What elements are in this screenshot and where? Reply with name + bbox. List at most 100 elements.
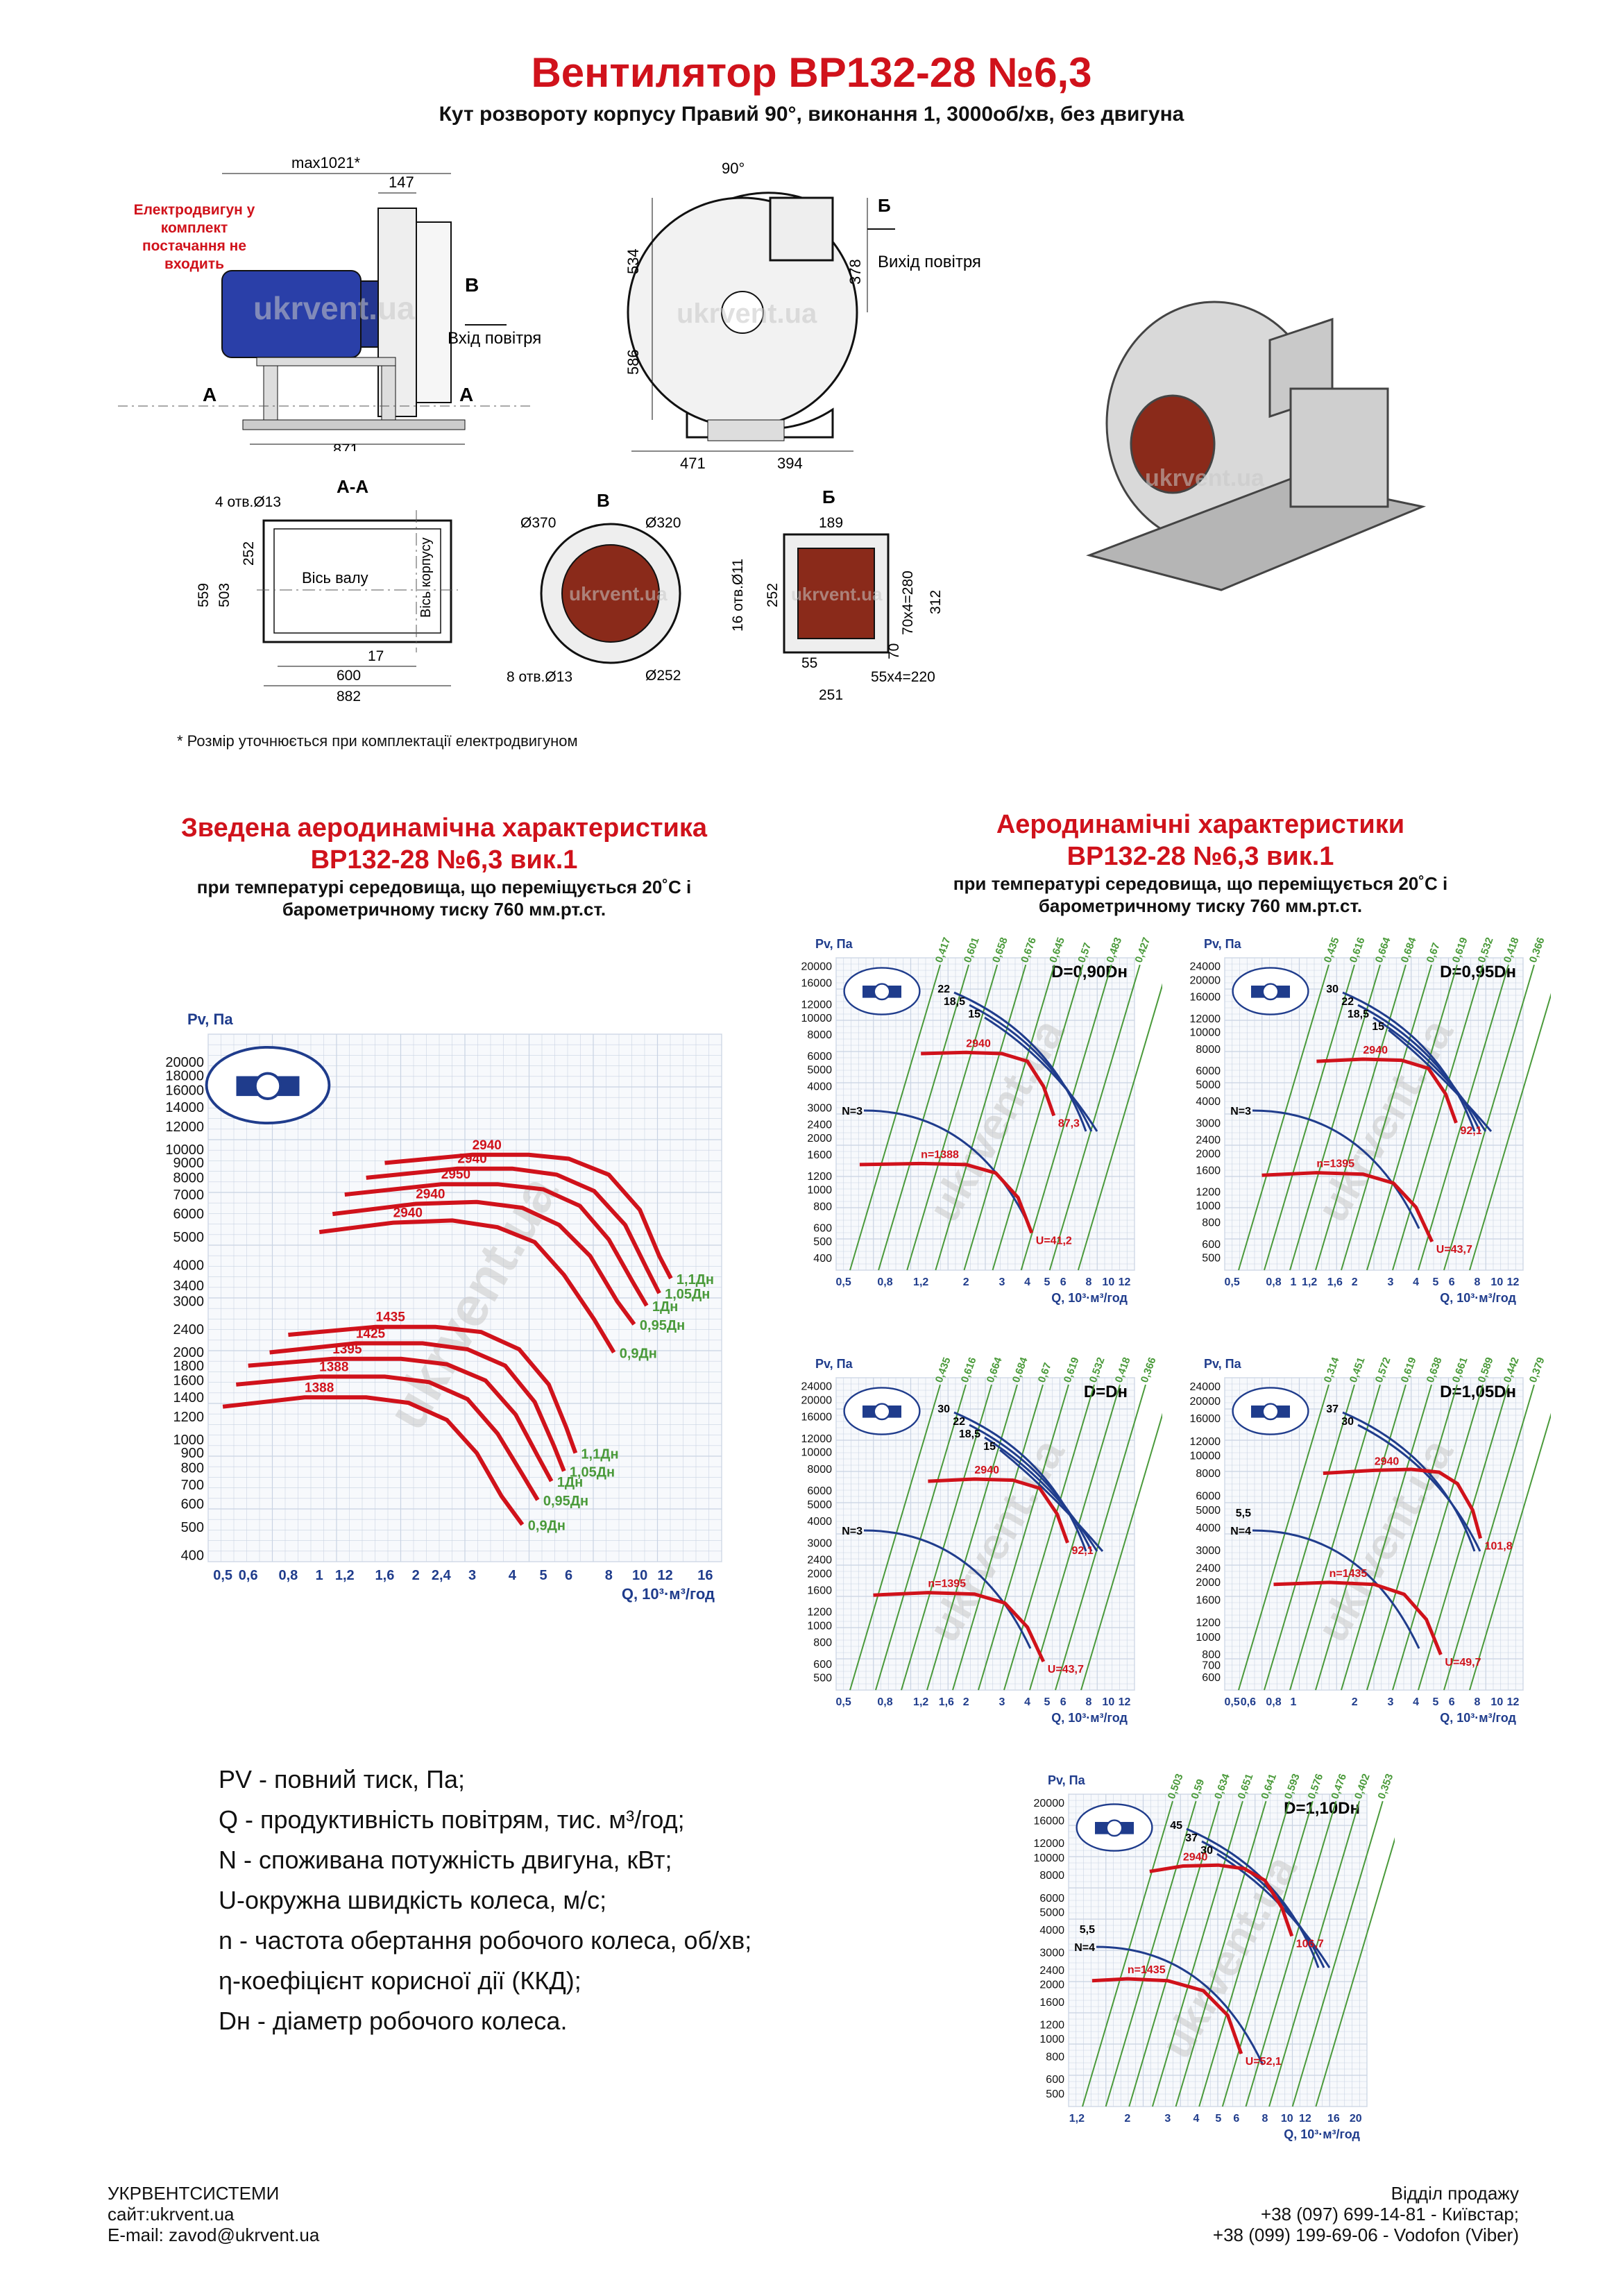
footer-email[interactable]: E-mail: zavod@ukrvent.ua — [108, 2225, 320, 2245]
footer-phone-2[interactable]: +38 (099) 199-69-06 - Vodofon (Viber) — [1212, 2225, 1519, 2245]
efficiency-line — [1221, 1800, 1314, 2107]
efficiency-label: 0,379 — [1527, 1356, 1547, 1384]
y-axis-label: Pv, Па — [815, 1357, 853, 1371]
x-tick-label: 4 — [1024, 1696, 1030, 1708]
y-tick-label: 8000 — [807, 1464, 832, 1476]
y-tick-label: 1000 — [173, 1433, 205, 1448]
motor-note: Електродвигун у комплект постачання не в… — [133, 202, 255, 272]
dim-503: 503 — [216, 583, 232, 607]
x-tick-label: 2 — [963, 1276, 969, 1288]
y-tick-label: 1000 — [1039, 2034, 1064, 2045]
x-tick-label: 16 — [697, 1568, 713, 1583]
y-tick-label: 600 — [813, 1222, 832, 1234]
y-tick-label: 8000 — [1196, 1468, 1221, 1480]
view-b-svg: Б 189 16 отв.Ø11 252 70х4=280 312 70 55 … — [730, 487, 944, 703]
summary-series-line — [332, 1199, 636, 1326]
logo-rotor-icon — [253, 1072, 282, 1100]
legend-block: PV - повний тиск, Па; Q - продуктивність… — [219, 1759, 899, 2041]
x-tick-label: 6 — [1233, 2113, 1239, 2125]
y-tick-label: 1200 — [173, 1410, 205, 1425]
summary-series-line — [222, 1395, 525, 1526]
y-tick-label: 1000 — [807, 1184, 832, 1196]
y-tick-label: 2400 — [1196, 1134, 1221, 1146]
y-tick-label: 18000 — [165, 1068, 204, 1083]
x-tick-label: 2 — [1124, 2113, 1130, 2125]
view-v-drawing: В Ø370 Ø320 Ø252 8 отв.Ø13 ukrvent.ua — [507, 486, 715, 694]
y-tick-label: 600 — [813, 1659, 832, 1671]
efficiency-label: 0,402 — [1352, 1772, 1373, 1800]
efficiency-line — [1443, 964, 1535, 1271]
label-v: В — [465, 274, 479, 296]
x-tick-label: 1,2 — [335, 1568, 355, 1583]
dim-312: 312 — [928, 590, 944, 614]
rpm-label: 2950 — [441, 1167, 470, 1182]
y-tick-label: 3000 — [1039, 1948, 1064, 1959]
x-tick-label: 0,6 — [1241, 1696, 1256, 1708]
company-logo — [1076, 1803, 1153, 1852]
y-tick-label: 2000 — [807, 1568, 832, 1580]
y-tick-label: 1200 — [1196, 1187, 1221, 1199]
outlet-flange-opening — [797, 548, 875, 639]
pressure-curve — [1323, 1467, 1483, 1539]
y-tick-label: 20000 — [801, 1394, 833, 1406]
summary-series-line — [366, 1166, 661, 1294]
y-tick-label: 4000 — [1196, 1096, 1221, 1108]
efficiency-line — [906, 964, 999, 1271]
n-label: N=4 — [1074, 1942, 1095, 1954]
legend-item: Dн - діаметр робочого колеса. — [219, 2007, 568, 2035]
efficiency-line — [1029, 1384, 1121, 1691]
footnote: * Розмір уточнюється при комплектації ел… — [177, 732, 578, 750]
efficiency-label: 0,427 — [1133, 936, 1153, 964]
n-curve — [863, 1529, 1032, 1649]
efficiency-line — [1341, 964, 1432, 1271]
y-tick-label: 20000 — [1190, 974, 1221, 986]
summary-series-line — [269, 1341, 566, 1472]
x-tick-label: 8 — [1474, 1696, 1480, 1708]
series-name-label: 1,05Дн — [570, 1464, 615, 1480]
x-axis-label: Q, 10³·м³/год — [1284, 2127, 1360, 2141]
x-tick-label: 6 — [1060, 1276, 1067, 1288]
footer-phone-1[interactable]: +38 (097) 699-14-81 - Київстар; — [1260, 2204, 1519, 2225]
y-tick-label: 7000 — [173, 1188, 205, 1203]
y-tick-label: 3000 — [1196, 1117, 1221, 1129]
y-tick-label: 10000 — [165, 1142, 204, 1158]
x-tick-label: 0,8 — [1266, 1276, 1281, 1288]
frame-inner — [273, 528, 441, 634]
y-tick-label: 500 — [1202, 1253, 1221, 1265]
page-title: Вентилятор ВР132-28 №6,3 — [531, 49, 1092, 96]
label-b: Б — [878, 195, 891, 216]
x-tick-label: 3 — [468, 1568, 476, 1583]
fan-inlet — [416, 221, 452, 403]
view-b-title: Б — [822, 487, 835, 507]
y-tick-label: 1600 — [1196, 1165, 1221, 1176]
x-tick-label: 1,6 — [1327, 1276, 1343, 1288]
y-tick-label: 10000 — [1034, 1852, 1065, 1864]
x-tick-label: 8 — [605, 1568, 613, 1583]
series-name-label: 0,9Дн — [620, 1347, 657, 1362]
pressure-curve — [1273, 1580, 1443, 1655]
efficiency-line — [1289, 1384, 1381, 1691]
power-label: 18,5 — [959, 1428, 980, 1440]
efficiency-line — [1392, 1384, 1484, 1691]
chart-title: D=1,10Dн — [1284, 1799, 1360, 1818]
front-watermark: ukrvent.ua — [677, 298, 817, 329]
x-axis-label: Q, 10³·м³/год — [1051, 1291, 1128, 1305]
efficiency-line — [1238, 1384, 1329, 1691]
x-tick-label: 0,5 — [835, 1276, 851, 1288]
logo-rotor-icon — [873, 983, 891, 1001]
frame-base — [242, 419, 466, 430]
y-tick-label: 24000 — [1190, 1381, 1221, 1393]
efficiency-line — [1003, 1384, 1095, 1691]
series-name-label: 1,1Дн — [677, 1272, 714, 1288]
efficiency-line — [926, 1384, 1018, 1691]
detail-title-2: ВР132-28 №6,3 вик.1 — [1067, 842, 1334, 871]
y-tick-label: 4000 — [807, 1081, 832, 1092]
power-label: 30 — [1200, 1845, 1213, 1857]
iso-inlet — [1130, 394, 1216, 494]
footer-site[interactable]: сайт:ukrvent.ua — [108, 2204, 235, 2225]
efficiency-line — [878, 964, 970, 1271]
grid — [1224, 1377, 1524, 1691]
x-tick-label: 1,2 — [1302, 1276, 1317, 1288]
